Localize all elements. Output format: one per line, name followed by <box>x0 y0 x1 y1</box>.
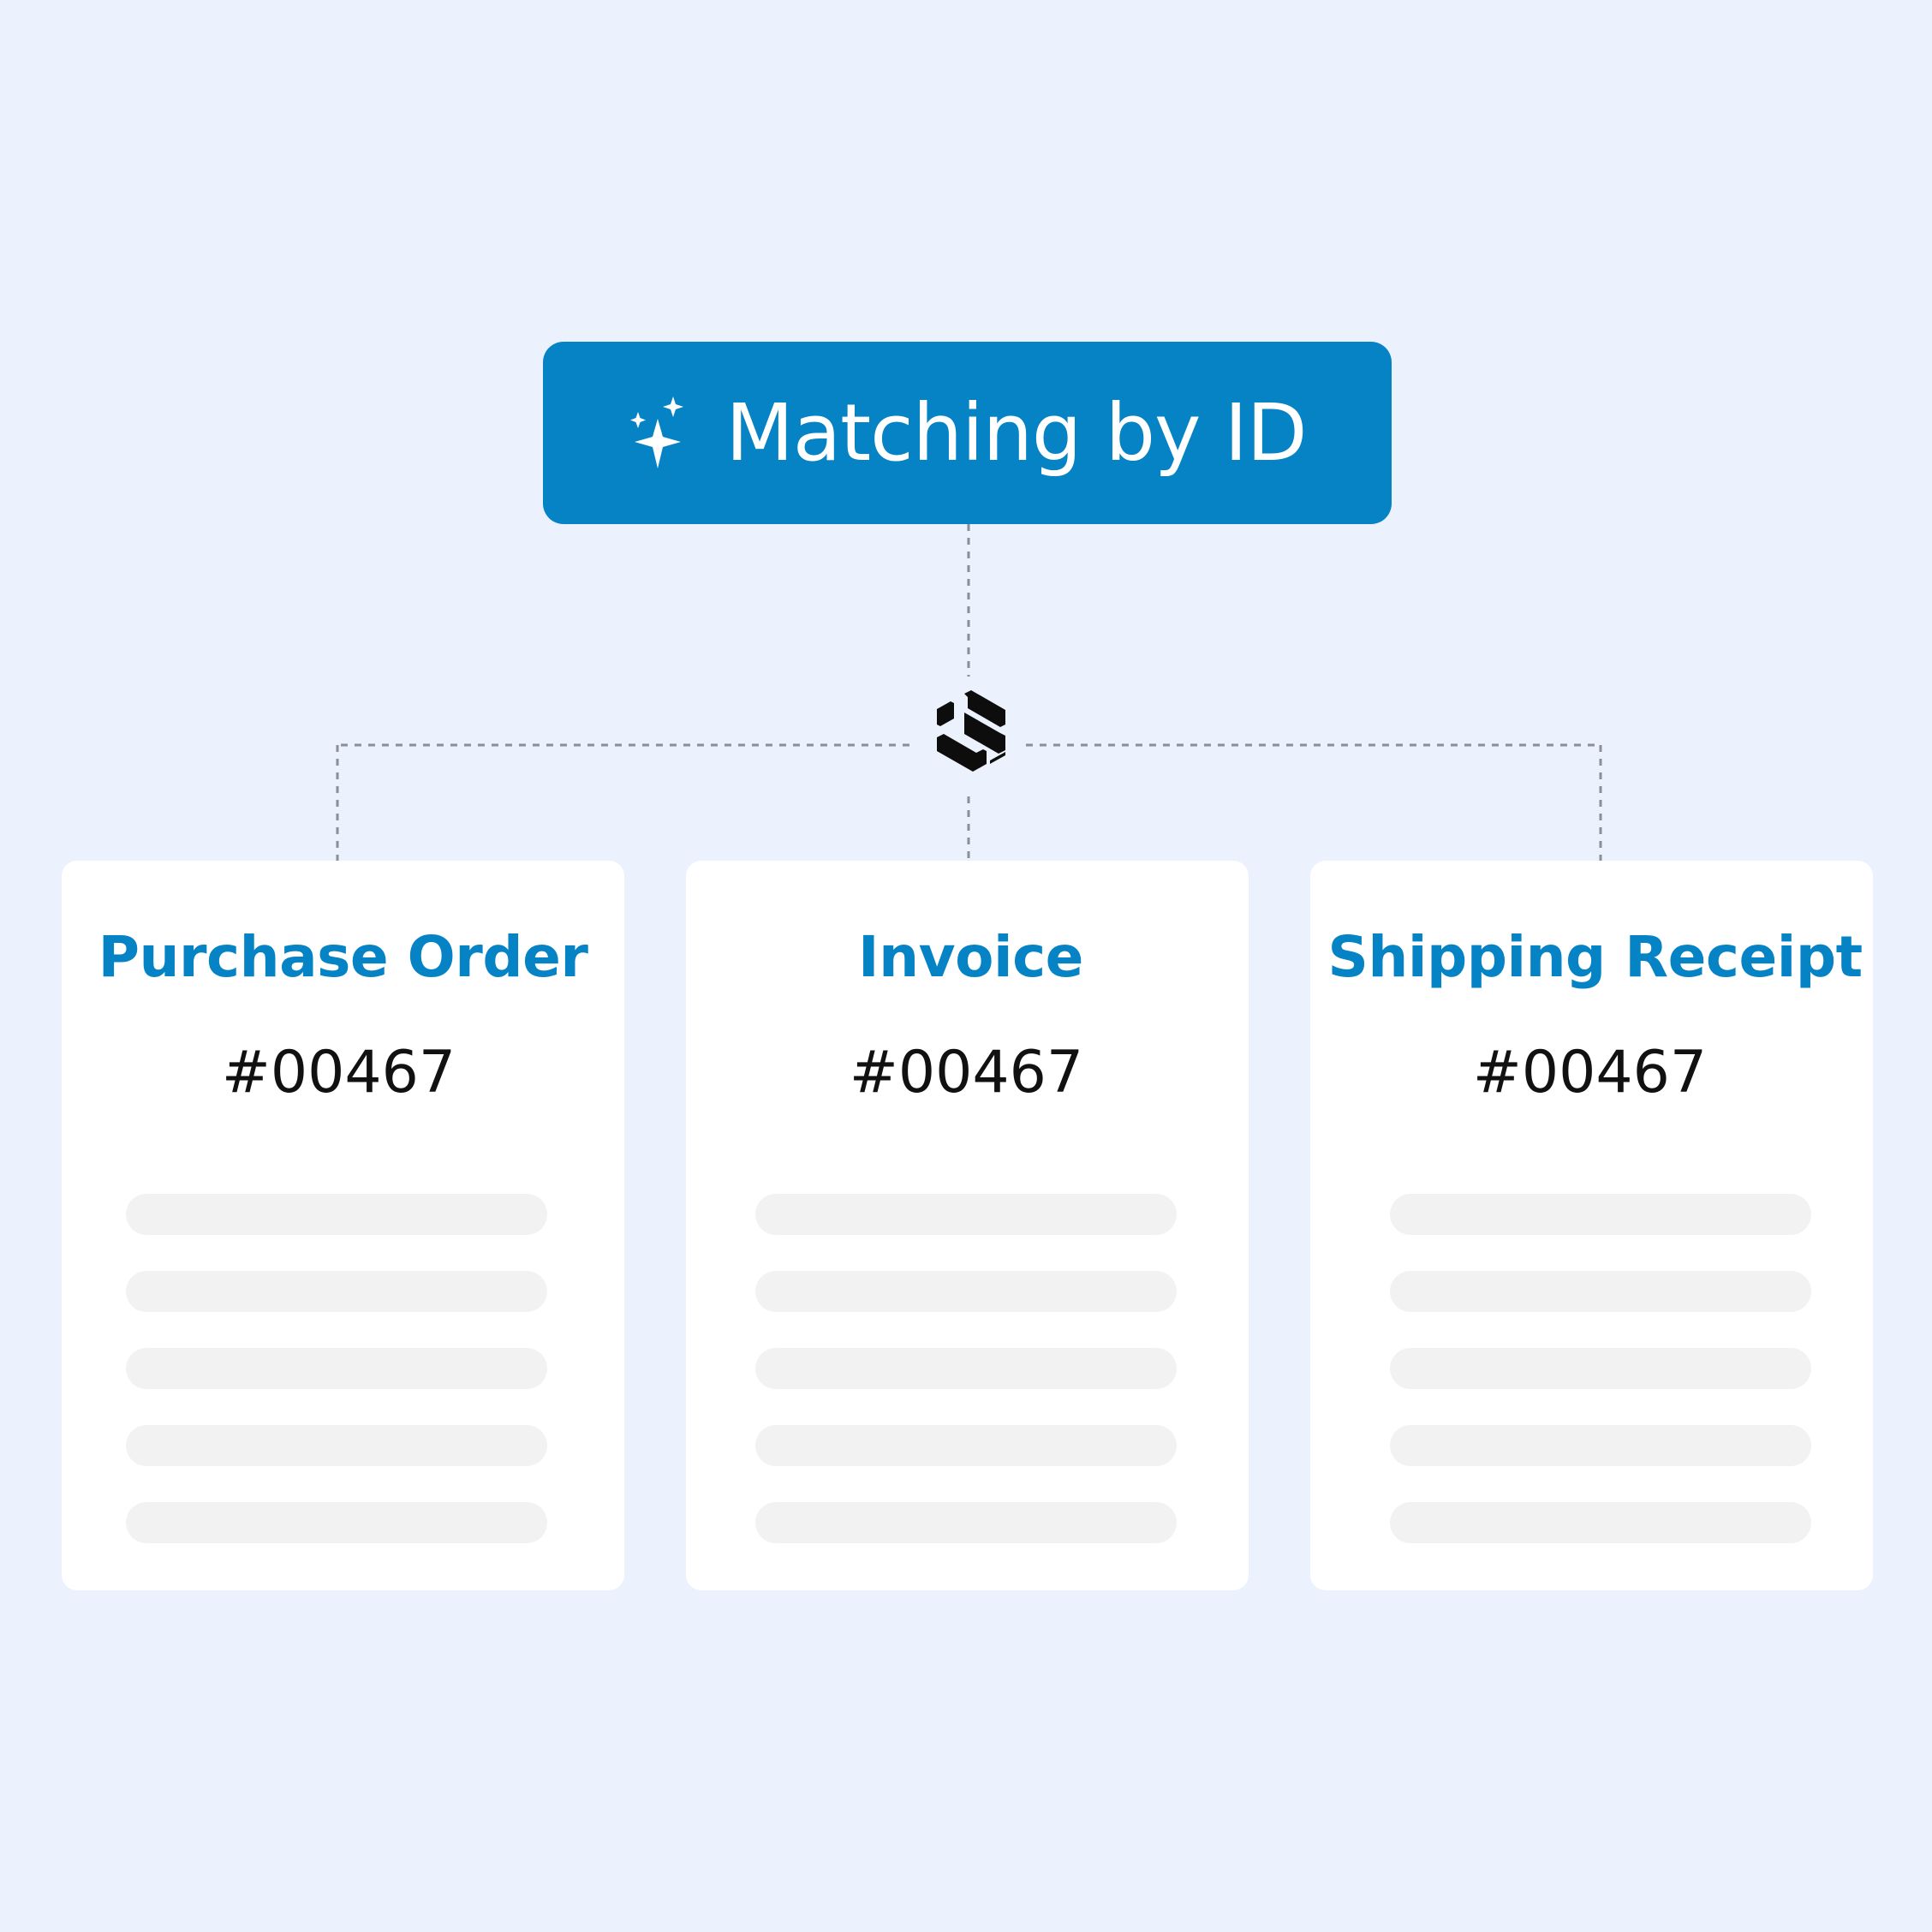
placeholder-line <box>755 1271 1177 1312</box>
document-card-invoice: Invoice #00467 <box>686 861 1249 1590</box>
document-card-purchase-order: Purchase Order #00467 <box>62 861 624 1590</box>
header-title: Matching by ID <box>725 387 1307 479</box>
brand-logo-icon <box>937 690 1005 772</box>
placeholder-line <box>126 1502 547 1543</box>
matching-header-box: Matching by ID <box>543 342 1392 524</box>
document-id: #00467 <box>1472 1039 1708 1106</box>
placeholder-line <box>755 1194 1177 1235</box>
placeholder-line <box>1390 1271 1811 1312</box>
placeholder-line <box>755 1348 1177 1389</box>
document-card-shipping-receipt: Shipping Receipt #00467 <box>1310 861 1873 1590</box>
document-title: Invoice <box>858 924 1083 990</box>
placeholder-line <box>126 1271 547 1312</box>
document-id: #00467 <box>849 1039 1084 1106</box>
document-title: Purchase Order <box>98 924 588 990</box>
placeholder-line <box>1390 1502 1811 1543</box>
document-id: #00467 <box>221 1039 456 1106</box>
placeholder-line <box>126 1425 547 1466</box>
placeholder-line <box>755 1425 1177 1466</box>
placeholder-line <box>1390 1425 1811 1466</box>
placeholder-line <box>755 1502 1177 1543</box>
placeholder-line <box>126 1348 547 1389</box>
document-title: Shipping Receipt <box>1327 924 1863 990</box>
placeholder-line <box>1390 1194 1811 1235</box>
sparkles-icon <box>630 396 684 468</box>
placeholder-line <box>1390 1348 1811 1389</box>
placeholder-line <box>126 1194 547 1235</box>
